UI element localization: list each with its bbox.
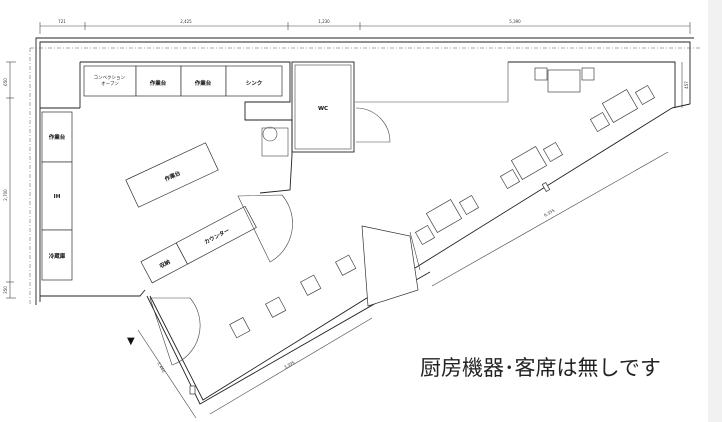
- dim-right-1: 457: [684, 81, 689, 89]
- fridge-label: 冷蔵庫: [49, 252, 66, 260]
- scrollbar[interactable]: [708, 0, 722, 422]
- dim-diag-long: 6,355: [543, 207, 556, 217]
- window-bay: [361, 225, 419, 307]
- worktable-2-label: 作業台: [195, 79, 212, 87]
- counter-storage: 収納 カウンター: [140, 205, 257, 284]
- worktable-1-label: 作業台: [150, 79, 167, 87]
- dim-diag-short: 3,395: [283, 359, 296, 369]
- outer-walls: [35, 37, 694, 405]
- convection-oven-label: コンベクション オーブン: [94, 75, 127, 87]
- wc-room: WC: [261, 61, 391, 157]
- kitchen-top-row: コンベクション オーブン 作業台 作業台 シンク: [83, 65, 283, 97]
- worktable-left-box: [41, 111, 73, 163]
- seating-lower: [229, 254, 357, 339]
- kitchen-left-column: 作業台 IH 冷蔵庫: [41, 111, 73, 281]
- worktable-2-box: [180, 65, 227, 97]
- dim-top-3: 1,230: [318, 19, 330, 24]
- fridge-box: [41, 229, 73, 281]
- seating-tables: [414, 67, 656, 246]
- worktable-1-box: [135, 65, 182, 97]
- worktable-left-label: 作業台: [49, 133, 66, 141]
- wall-column-marker: [541, 182, 551, 192]
- sink-label: シンク: [246, 79, 263, 87]
- wc-door-swing: [355, 107, 391, 143]
- ih-label: IH: [54, 194, 61, 200]
- diagonal-dimension-lines: 6,355 3,395 1,460: [137, 151, 669, 419]
- entrance-marker: ▼: [127, 336, 135, 347]
- convection-oven-box: [83, 65, 137, 97]
- right-dimension-line: 457: [681, 62, 689, 108]
- partition-line: [409, 231, 421, 271]
- entrance-door-swing: [149, 297, 201, 366]
- dim-left-1: 650: [3, 78, 8, 86]
- kitchen-door-swing: [237, 194, 293, 263]
- sink-box: [225, 65, 283, 97]
- counter-box: [175, 205, 257, 265]
- dim-left-3: 350: [3, 286, 8, 294]
- dim-top-1: 721: [58, 19, 66, 24]
- dim-top-4: 5,390: [509, 19, 521, 24]
- dim-diag-left: 1,460: [156, 361, 166, 374]
- wall-column-marker: [189, 385, 196, 395]
- left-dimension-line: 650 2,700 350: [3, 61, 16, 299]
- wc-label: WC: [318, 106, 328, 112]
- top-dimension-line: 721 2,425 1,230 5,390: [39, 19, 691, 34]
- dim-left-2: 2,700: [3, 189, 8, 201]
- center-worktable: 作業台: [125, 142, 219, 208]
- dim-top-2: 2,425: [180, 19, 192, 24]
- note-text: 厨房機器･客席は無しです: [420, 356, 661, 380]
